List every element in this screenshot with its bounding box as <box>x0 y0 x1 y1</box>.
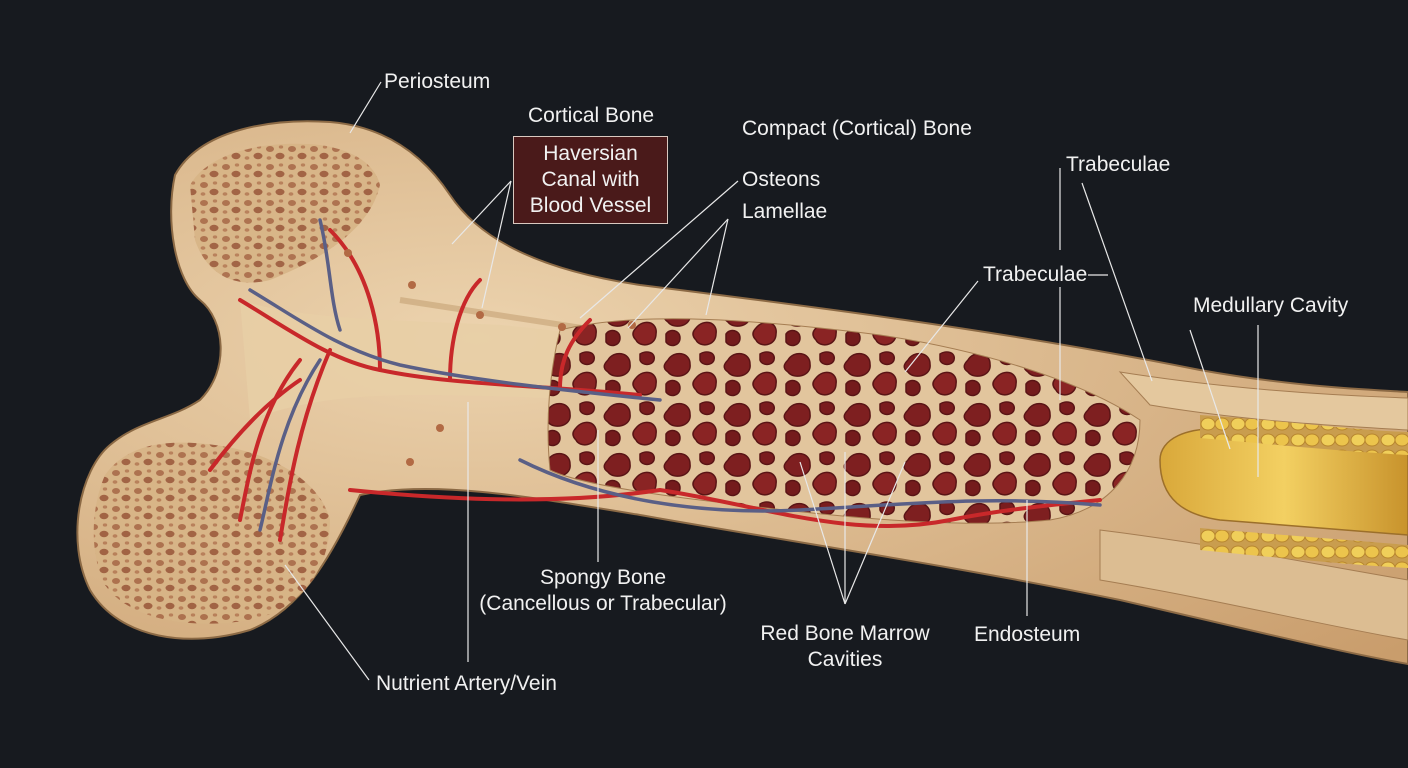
red-marrow-region <box>547 318 1141 524</box>
label-trabeculae-mid: Trabeculae <box>983 263 1088 286</box>
label-lamellae: Lamellae <box>742 200 828 223</box>
label-endosteum: Endosteum <box>974 623 1081 646</box>
label-periosteum: Periosteum <box>384 70 491 93</box>
leader-lines <box>284 81 1259 681</box>
label-compact-bone: Compact (Cortical) Bone <box>742 117 972 140</box>
yellow-fat-bottom <box>1200 528 1408 568</box>
spongy-head-top <box>190 143 380 283</box>
label-red-bone-marrow: Red Bone Marrow Cavities <box>760 622 930 671</box>
label-nutrient-vessels: Nutrient Artery/Vein <box>376 672 557 695</box>
haversian-canal-box: Haversian Canal with Blood Vessel <box>513 136 668 224</box>
label-haversian-canal: Haversian Canal with Blood Vessel <box>529 142 652 217</box>
label-trabeculae-top: Trabeculae <box>1066 153 1171 176</box>
label-medullary-cavity: Medullary Cavity <box>1193 294 1349 317</box>
label-spongy-bone: Spongy Bone (Cancellous or Trabecular) <box>479 566 727 615</box>
osteons <box>344 249 636 466</box>
nutrient-vein <box>248 218 1102 532</box>
label-osteons: Osteons <box>742 168 821 191</box>
label-cortical-bone: Cortical Bone <box>528 104 655 127</box>
yellow-fat-top <box>1200 415 1408 455</box>
